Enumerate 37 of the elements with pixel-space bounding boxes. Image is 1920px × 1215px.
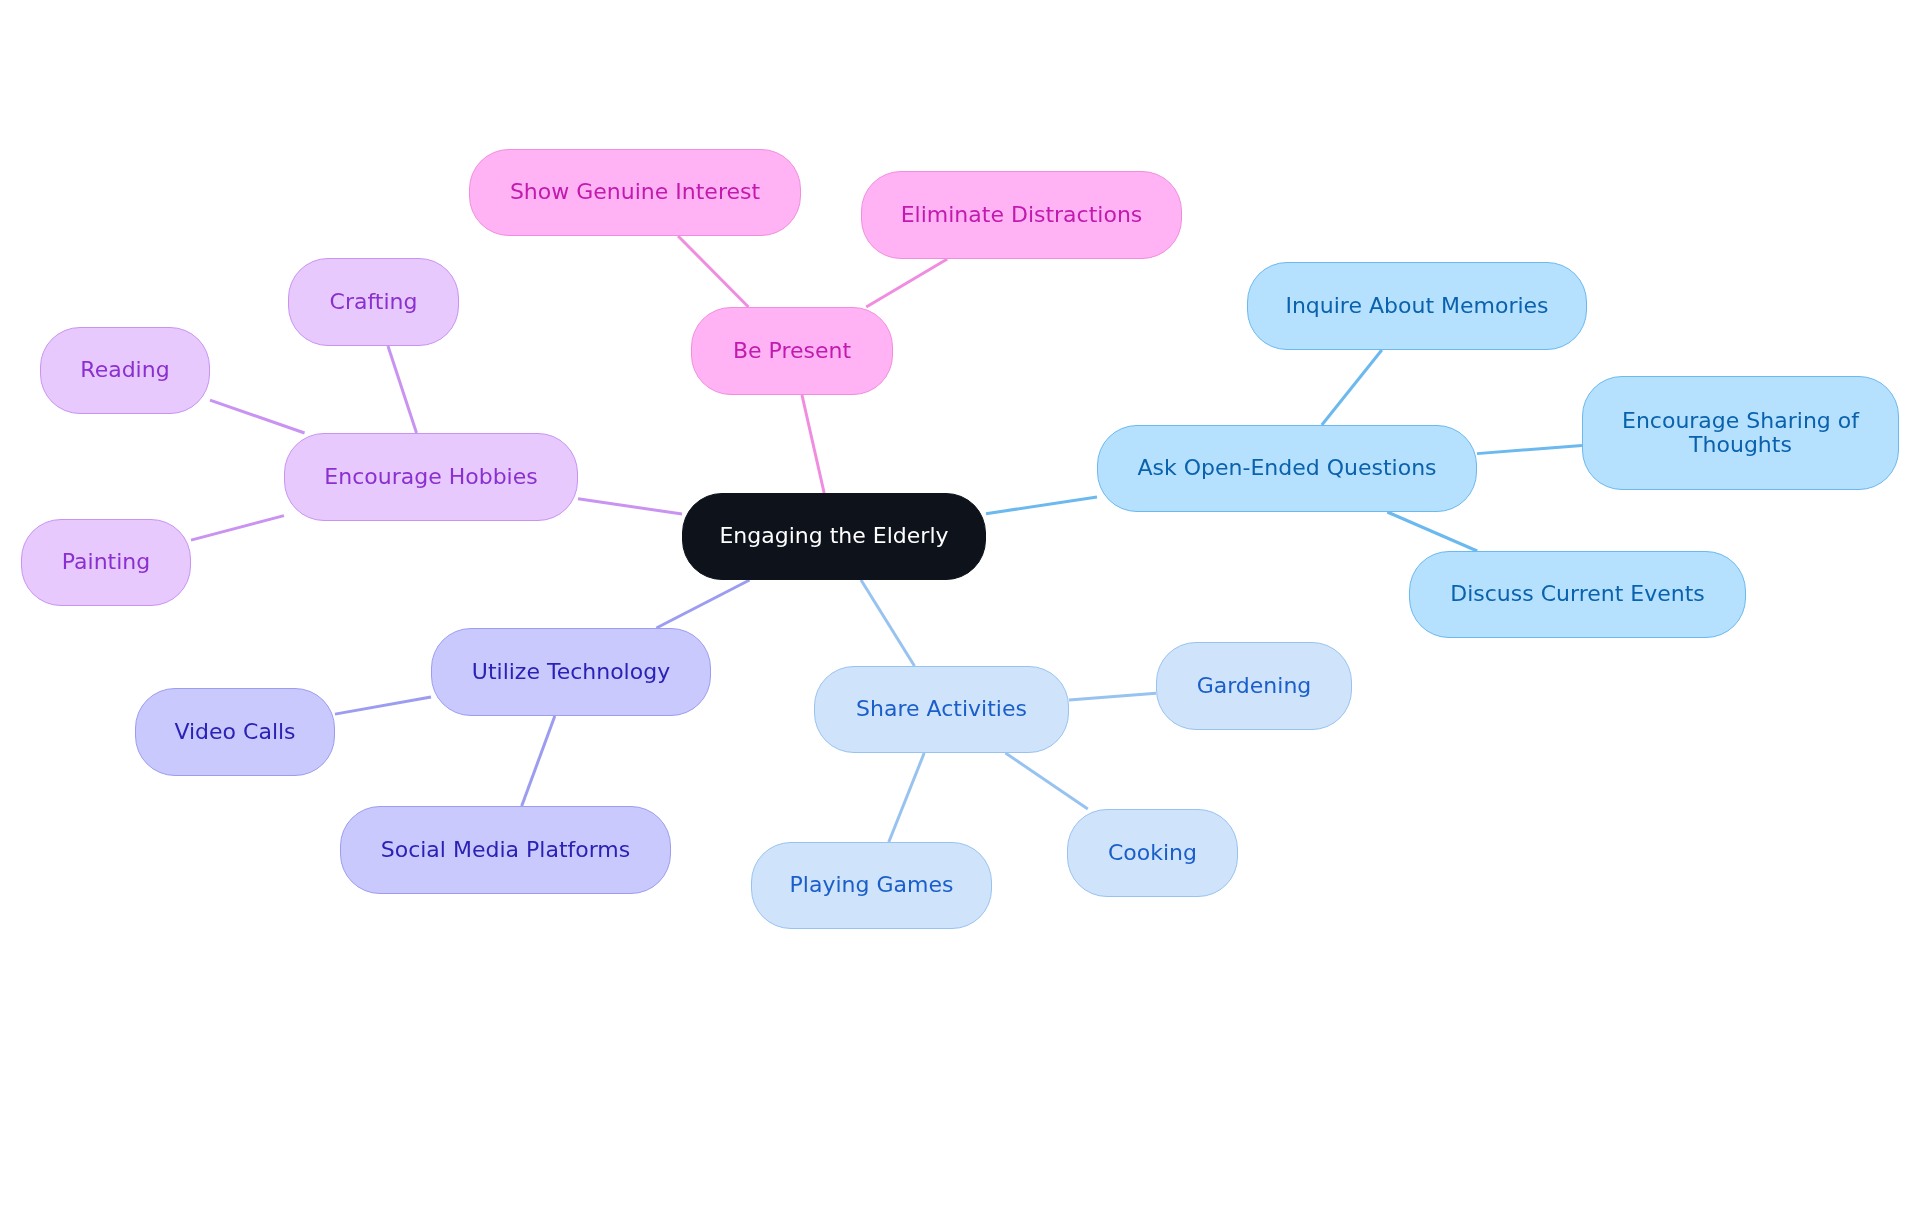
central-topic-box: Engaging the Elderly [682,493,986,580]
connector-line [655,578,751,630]
connector-line [577,497,683,516]
connector-line [386,345,418,434]
topic-box: Encourage Sharing of Thoughts [1582,376,1899,490]
topic-box: Utilize Technology [431,628,711,716]
topic-box: Cooking [1067,809,1238,897]
topic-box: Reading [40,327,210,414]
topic-box: Eliminate Distractions [861,171,1182,259]
topic-box: Gardening [1156,642,1352,730]
topic-box: Social Media Platforms [340,806,671,894]
connector-line [985,495,1098,516]
connector-line [677,234,750,309]
topic-box: Playing Games [751,842,992,929]
connector-line [1004,751,1089,811]
connector-line [1386,510,1478,553]
connector-line [520,715,557,807]
topic-box: Be Present [691,307,893,395]
connector-line [209,398,306,435]
topic-box: Discuss Current Events [1409,551,1746,638]
connector-line [800,394,826,494]
topic-box: Inquire About Memories [1247,262,1587,350]
topic-box: Show Genuine Interest [469,149,801,236]
topic-box: Video Calls [135,688,335,776]
connector-line [887,752,926,843]
connector-line [1068,691,1157,702]
topic-box: Share Activities [814,666,1069,753]
connector-line [190,514,285,542]
connector-line [334,695,432,716]
topic-box: Painting [21,519,191,606]
topic-box: Ask Open-Ended Questions [1097,425,1477,512]
connector-line [859,579,916,667]
connector-line [1320,349,1383,426]
topic-box: Encourage Hobbies [284,433,578,521]
connector-line [865,257,948,309]
topic-box: Crafting [288,258,459,346]
connector-line [1476,443,1583,456]
